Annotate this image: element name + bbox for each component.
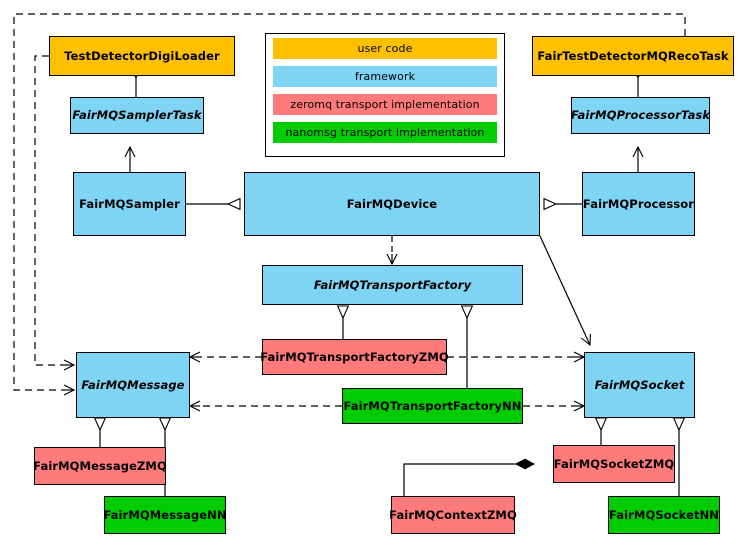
node-label: FairMQSocket [594,377,685,392]
node-label: FairMQProcessorTask [570,108,711,123]
node-fairmqmessagezmq[interactable]: FairMQMessageZMQ [33,447,167,485]
legend-item-framework: framework [273,66,497,87]
node-fairmqcontextzmq[interactable]: FairMQContextZMQ [389,496,517,534]
node-fairmqmessagenn[interactable]: FairMQMessageNN [103,496,227,534]
node-fairmqdevice[interactable]: FairMQDevice [244,172,540,236]
node-fairmqtransportfactorynn[interactable]: FairMQTransportFactoryNN [342,388,523,424]
node-fairmqsocket[interactable]: FairMQSocket [584,352,695,418]
node-label: FairMQMessageNN [103,507,227,522]
node-label: FairMQMessageZMQ [33,458,167,473]
legend-item-user-code: user code [273,38,497,59]
node-label: TestDetectorDigiLoader [64,48,220,63]
node-fairmqsocketzmq[interactable]: FairMQSocketZMQ [553,445,675,483]
node-label: FairMQSampler [79,196,180,211]
node-label: FairMQSamplerTask [72,108,202,123]
node-fairmqtransportfactoryzmq[interactable]: FairMQTransportFactoryZMQ [260,339,449,375]
node-fairmqsamplertask[interactable]: FairMQSamplerTask [70,97,204,134]
node-fairmqtransportfactory[interactable]: FairMQTransportFactory [262,265,523,305]
node-fairmqmessage[interactable]: FairMQMessage [76,352,190,418]
node-fairmqsocketnn[interactable]: FairMQSocketNN [608,496,720,534]
legend-label-framework: framework [354,70,416,83]
legend-item-zeromq: zeromq transport implementation [273,94,497,115]
node-label: FairMQTransportFactoryNN [343,398,522,413]
node-fairmqprocessor[interactable]: FairMQProcessor [582,172,695,236]
node-testdetectordigiloader[interactable]: TestDetectorDigiLoader [49,36,235,76]
node-label: FairMQDevice [346,196,438,211]
node-label: FairMQTransportFactory [313,277,472,292]
edge-digiloader-to-message [34,55,64,366]
edge-contextzmq-comp-socketzmq [403,464,534,496]
legend-label-user-code: user code [357,42,413,55]
node-label: FairMQProcessor [582,196,695,211]
node-label: FairMQSocketZMQ [553,456,675,471]
node-fairtestdetectormqrecotask[interactable]: FairTestDetectorMQRecoTask [532,36,734,76]
node-fairmqsampler[interactable]: FairMQSampler [73,172,186,236]
node-fairmqprocessortask[interactable]: FairMQProcessorTask [571,97,710,134]
legend-label-nanomsg: nanomsg transport implementation [285,126,485,139]
node-label: FairTestDetectorMQRecoTask [537,48,729,63]
node-label: FairMQTransportFactoryZMQ [260,349,449,364]
node-label: FairMQContextZMQ [389,507,517,522]
node-label: FairMQMessage [81,377,185,392]
edge-device-to-socket [539,235,590,345]
legend-item-nanomsg: nanomsg transport implementation [273,122,497,143]
node-label: FairMQSocketNN [608,507,720,522]
legend-label-zeromq: zeromq transport implementation [290,98,480,111]
